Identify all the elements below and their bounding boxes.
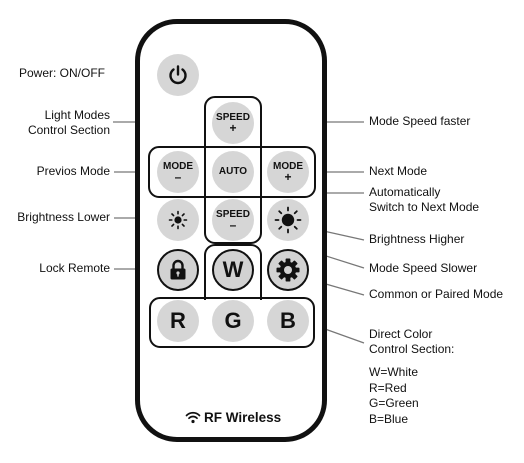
color-legend: W=White R=Red G=Green B=Blue <box>369 365 419 427</box>
label-light-modes: Light Modes Control Section <box>0 108 110 138</box>
wifi-icon <box>185 411 201 424</box>
speed-up-label: SPEED <box>216 112 250 123</box>
brand-label: RF Wireless <box>204 409 282 425</box>
red-label: R <box>170 308 186 333</box>
label-brightness-higher: Brightness Higher <box>369 232 465 246</box>
pair-button[interactable] <box>267 249 309 291</box>
power-icon <box>169 65 187 85</box>
mode-previous-sign: – <box>174 170 182 184</box>
speed-up-button[interactable]: SPEED + <box>212 102 254 144</box>
sun-small-icon <box>168 210 188 230</box>
speed-down-button[interactable]: SPEED – <box>212 199 254 241</box>
legend-white: W=White <box>369 365 419 379</box>
label-previous-mode: Previos Mode <box>36 164 110 178</box>
label-direct-color: Direct Color Control Section: <box>369 327 454 357</box>
white-label: W <box>222 257 244 282</box>
lock-button[interactable] <box>157 249 199 291</box>
label-brightness-lower: Brightness Lower <box>17 210 110 224</box>
light-modes-section <box>204 96 262 244</box>
white-button[interactable]: W <box>212 249 254 291</box>
brightness-lower-button[interactable] <box>157 199 199 241</box>
speed-down-label: SPEED <box>216 209 250 220</box>
label-mode-speed-faster: Mode Speed faster <box>369 114 471 128</box>
color-control-section <box>149 297 315 348</box>
speed-up-sign: + <box>229 121 237 135</box>
blue-button[interactable]: B <box>267 300 309 342</box>
speed-down-sign: – <box>229 218 237 232</box>
label-lock-remote: Lock Remote <box>39 261 110 275</box>
red-button[interactable]: R <box>157 300 199 342</box>
label-auto-switch: Automatically Switch to Next Mode <box>369 185 479 215</box>
mode-previous-button[interactable]: MODE – <box>157 151 199 193</box>
auto-label: AUTO <box>218 166 248 177</box>
legend-green: G=Green <box>369 396 419 410</box>
label-direct-color-line2: Control Section: <box>369 342 455 356</box>
blue-label: B <box>280 308 296 333</box>
color-control-section-top <box>204 244 262 300</box>
label-common-paired: Common or Paired Mode <box>369 287 504 301</box>
label-mode-speed-slower: Mode Speed Slower <box>369 261 478 275</box>
mode-next-sign: + <box>284 170 292 184</box>
power-button[interactable] <box>157 54 199 96</box>
label-light-modes-line2: Control Section <box>27 123 110 137</box>
mode-next-label: MODE <box>273 161 303 172</box>
lock-icon <box>170 259 186 280</box>
mode-previous-label: MODE <box>163 161 193 172</box>
sun-large-icon <box>274 206 302 234</box>
gear-icon <box>276 258 300 282</box>
green-label: G <box>224 308 242 333</box>
legend-blue: B=Blue <box>369 411 409 426</box>
auto-button[interactable]: AUTO <box>212 151 254 193</box>
label-power: Power: ON/OFF <box>19 66 106 80</box>
label-direct-color-line1: Direct Color <box>369 327 433 341</box>
label-light-modes-line1: Light Modes <box>44 108 110 122</box>
green-button[interactable]: G <box>212 300 254 342</box>
legend-red: R=Red <box>369 380 407 395</box>
brightness-higher-button[interactable] <box>267 199 309 241</box>
light-modes-section-row <box>148 146 316 198</box>
brand: RF Wireless <box>185 407 285 427</box>
label-next-mode: Next Mode <box>369 164 428 178</box>
mode-next-button[interactable]: MODE + <box>267 151 309 193</box>
label-auto-switch-line1: Automatically <box>369 185 441 199</box>
label-auto-switch-line2: Switch to Next Mode <box>369 200 480 214</box>
